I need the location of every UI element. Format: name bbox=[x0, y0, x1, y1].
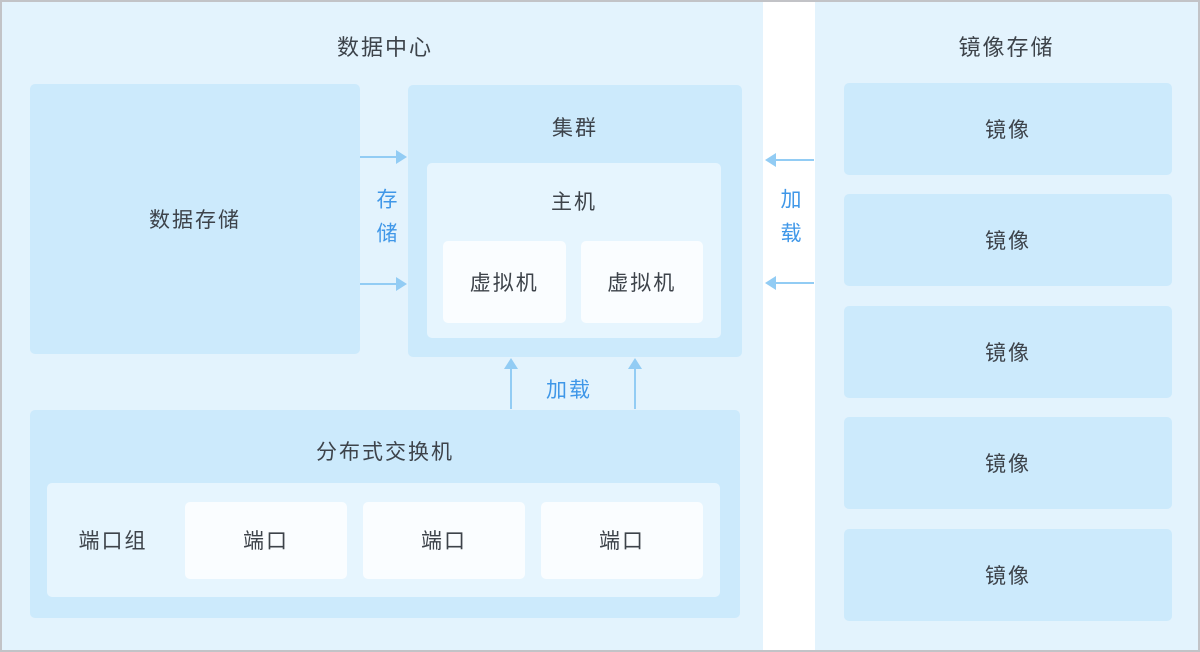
image-box: 镜像 bbox=[844, 417, 1172, 509]
image-box: 镜像 bbox=[844, 529, 1172, 621]
image-storage-panel: 镜像存储 镜像 镜像 镜像 镜像 镜像 bbox=[815, 2, 1198, 650]
load-bottom-label: 加载 bbox=[546, 379, 592, 402]
load-edge-label: 加载 bbox=[778, 188, 801, 256]
image-box: 镜像 bbox=[844, 83, 1172, 175]
vm-box: 虚拟机 bbox=[580, 241, 703, 323]
port-box: 端口 bbox=[541, 501, 703, 579]
port-box: 端口 bbox=[363, 501, 525, 579]
vm-box: 虚拟机 bbox=[443, 241, 566, 323]
load-left-arrow-top bbox=[765, 153, 814, 167]
storage-edge-label: 存储 bbox=[374, 188, 397, 256]
cluster-title: 集群 bbox=[552, 117, 598, 140]
image-box: 镜像 bbox=[844, 306, 1172, 398]
load-left-arrow-bottom bbox=[765, 276, 814, 290]
storage-arrow-bottom bbox=[360, 277, 407, 291]
host-box: 主机 虚拟机 虚拟机 bbox=[427, 163, 721, 338]
image-box: 镜像 bbox=[844, 194, 1172, 286]
distributed-switch-box: 分布式交换机 端口组 端口 端口 端口 bbox=[30, 410, 740, 618]
host-title: 主机 bbox=[551, 191, 597, 214]
image-label: 镜像 bbox=[985, 230, 1031, 253]
storage-arrow-top bbox=[360, 150, 407, 164]
datacenter-title: 数据中心 bbox=[336, 35, 433, 60]
distributed-switch-title: 分布式交换机 bbox=[316, 441, 454, 464]
image-label: 镜像 bbox=[985, 119, 1031, 142]
load-up-arrow-left bbox=[504, 358, 518, 409]
port-group-band: 端口组 端口 端口 端口 bbox=[47, 483, 720, 597]
image-storage-title: 镜像存储 bbox=[958, 35, 1055, 60]
port-group-label: 端口组 bbox=[78, 530, 148, 553]
port-box: 端口 bbox=[185, 501, 347, 579]
image-label: 镜像 bbox=[985, 342, 1031, 365]
vm-row: 虚拟机 虚拟机 bbox=[443, 241, 703, 323]
image-label: 镜像 bbox=[985, 453, 1031, 476]
data-storage-label: 数据存储 bbox=[149, 209, 241, 232]
datacenter-panel: 数据中心 数据存储 集群 主机 虚拟机 虚拟机 分布式交换机 端口组 端口 端口 bbox=[2, 2, 763, 650]
cluster-box: 集群 主机 虚拟机 虚拟机 bbox=[408, 85, 742, 357]
load-up-arrow-right bbox=[628, 358, 642, 409]
data-storage-box: 数据存储 bbox=[30, 84, 360, 354]
image-label: 镜像 bbox=[985, 565, 1031, 588]
